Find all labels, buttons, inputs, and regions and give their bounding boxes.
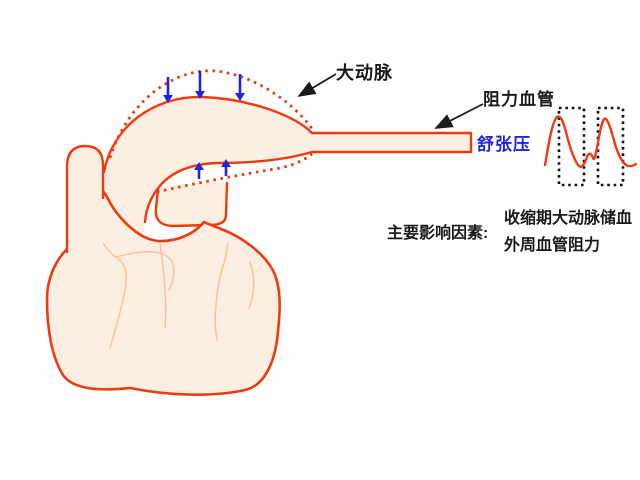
recoil-pressure-up-arrow-icon [194,159,231,179]
main-factors-list: 收缩期大动脉储血 外周血管阻力 [504,205,632,259]
pulmonary-trunk-outline [65,144,105,254]
recoil-pressure-down-arrow-icon [163,71,245,103]
factor-item: 外周血管阻力 [504,237,601,254]
main-factors-heading: 主要影响因素: [387,225,489,242]
expanded-aorta-dotted-outline-outer [108,69,315,159]
heart-body [45,189,281,396]
diastolic-pressure-label: 舒张压 [477,135,531,154]
resistance-vessel-label: 阻力血管 [483,90,555,109]
expanded-aorta-dotted-outline-inner [156,152,313,194]
arterial-pressure-waveform [543,115,638,168]
aorta-label: 大动脉 [336,63,393,83]
pulmonary-trunk-body [67,146,103,252]
label-pointer-arrow-icon-resistance [434,103,484,129]
vessel-stump-body [155,182,227,226]
vessel-stump-outline [154,181,229,228]
diastolic-phase-dashed-box [557,106,625,187]
aortic-arch-body [104,96,471,248]
label-pointer-arrow-icon-aorta [297,73,337,97]
aortic-arch-outline [102,95,473,224]
factor-item: 收缩期大动脉储血 [504,210,633,227]
